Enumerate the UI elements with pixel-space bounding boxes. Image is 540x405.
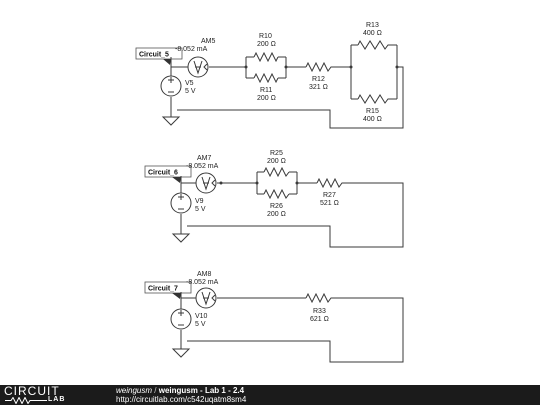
resistor-name: R33 (313, 308, 326, 315)
junction-dot (349, 65, 353, 69)
source-value: 5 V (195, 321, 206, 328)
circuit-tag[interactable]: Circuit_7 (144, 281, 192, 299)
resistor-name: R27 (323, 192, 336, 199)
ammeter-name: AM7 (197, 155, 212, 162)
resistor-zigzag-icon[interactable] (253, 51, 279, 63)
footer-title-line: weingusm / weingusm - Lab 1 - 2.4 (116, 386, 244, 395)
resistor-zigzag-icon[interactable] (305, 61, 333, 73)
resistor-zigzag-icon[interactable] (357, 93, 390, 104)
circuit-tag[interactable]: Circuit_5 (135, 47, 183, 65)
ammeter-name: AM8 (197, 271, 212, 278)
circuit-title[interactable]: weingusm - Lab 1 - 2.4 (158, 386, 245, 395)
voltage-source-icon[interactable] (160, 75, 182, 97)
wire (350, 44, 398, 100)
junction-dot (295, 181, 299, 185)
voltage-source-icon[interactable] (170, 308, 192, 330)
resistor-value: 521 Ω (320, 200, 339, 207)
circuit-url-link[interactable]: http://circuitlab.com/c542uqatm8sm4 (116, 395, 247, 404)
resistor-zigzag-icon[interactable] (263, 188, 290, 200)
ammeter-icon[interactable] (195, 287, 217, 309)
source-name: V9 (195, 198, 204, 205)
wire (180, 176, 404, 248)
logo-resistor-icon (5, 397, 47, 404)
resistor-name: R12 (312, 76, 325, 83)
junction-dot (219, 181, 223, 185)
ammeter-reading: -8.052 mA (186, 163, 219, 170)
ground-icon (171, 348, 191, 358)
title-separator: / (154, 386, 157, 395)
ammeter-reading: -8.052 mA (175, 46, 208, 53)
junction-dot (395, 65, 399, 69)
resistor-name: R15 (366, 108, 379, 115)
resistor-name: R26 (270, 203, 283, 210)
circuitlab-logo[interactable]: CIRCUIT LAB (4, 384, 108, 404)
svg-text:Circuit_5: Circuit_5 (139, 52, 169, 59)
ammeter-reading: -8.052 mA (186, 279, 219, 286)
resistor-value: 400 Ω (363, 30, 382, 37)
svg-text:Circuit_7: Circuit_7 (148, 286, 178, 293)
resistor-value: 321 Ω (309, 84, 328, 91)
resistor-zigzag-icon[interactable] (305, 292, 333, 304)
resistor-zigzag-icon[interactable] (316, 177, 344, 189)
ammeter-icon[interactable] (195, 172, 217, 194)
footer-bar: CIRCUIT LAB weingusm / weingusm - Lab 1 … (0, 385, 540, 405)
resistor-value: 200 Ω (257, 95, 276, 102)
circuit-5: Circuit_5 AM5 -8.052 mA V5 5 V (135, 22, 404, 129)
resistor-zigzag-icon[interactable] (253, 72, 279, 84)
resistor-value: 200 Ω (257, 41, 276, 48)
author-link[interactable]: weingusm (116, 386, 153, 395)
logo-wordmark-bottom: LAB (48, 396, 66, 403)
wire (256, 171, 298, 195)
svg-text:Circuit_6: Circuit_6 (148, 170, 178, 177)
voltage-source-icon[interactable] (170, 192, 192, 214)
resistor-name: R10 (259, 33, 272, 40)
resistor-value: 200 Ω (267, 211, 286, 218)
source-value: 5 V (195, 206, 206, 213)
resistor-value: 621 Ω (310, 316, 329, 323)
wire (245, 56, 287, 79)
resistor-zigzag-icon[interactable] (357, 39, 390, 50)
circuit-7: Circuit_7 AM8 -8.052 mA V10 5 V R33 621 … (144, 271, 404, 363)
resistor-value: 400 Ω (363, 116, 382, 123)
resistor-name: R13 (366, 22, 379, 29)
schematic-canvas: Circuit_5 AM5 -8.052 mA V5 5 V (135, 22, 404, 363)
resistor-zigzag-icon[interactable] (263, 166, 290, 178)
ground-icon (161, 116, 181, 126)
source-name: V5 (185, 80, 194, 87)
source-name: V10 (195, 313, 208, 320)
ground-icon (171, 233, 191, 243)
resistor-name: R25 (270, 150, 283, 157)
circuit-6: Circuit_6 AM7 -8.052 mA V9 5 V R25 200 Ω… (144, 150, 404, 248)
logo-wordmark-top: CIRCUIT (4, 384, 60, 398)
wire (170, 57, 404, 129)
circuit-tag[interactable]: Circuit_6 (144, 165, 192, 183)
junction-dot (255, 181, 259, 185)
ammeter-name: AM5 (201, 38, 216, 45)
resistor-value: 200 Ω (267, 158, 286, 165)
resistor-name: R11 (260, 87, 272, 94)
junction-dot (244, 65, 248, 69)
wire (180, 292, 404, 363)
source-value: 5 V (185, 88, 196, 95)
ammeter-icon[interactable] (187, 56, 209, 78)
junction-dot (284, 65, 288, 69)
